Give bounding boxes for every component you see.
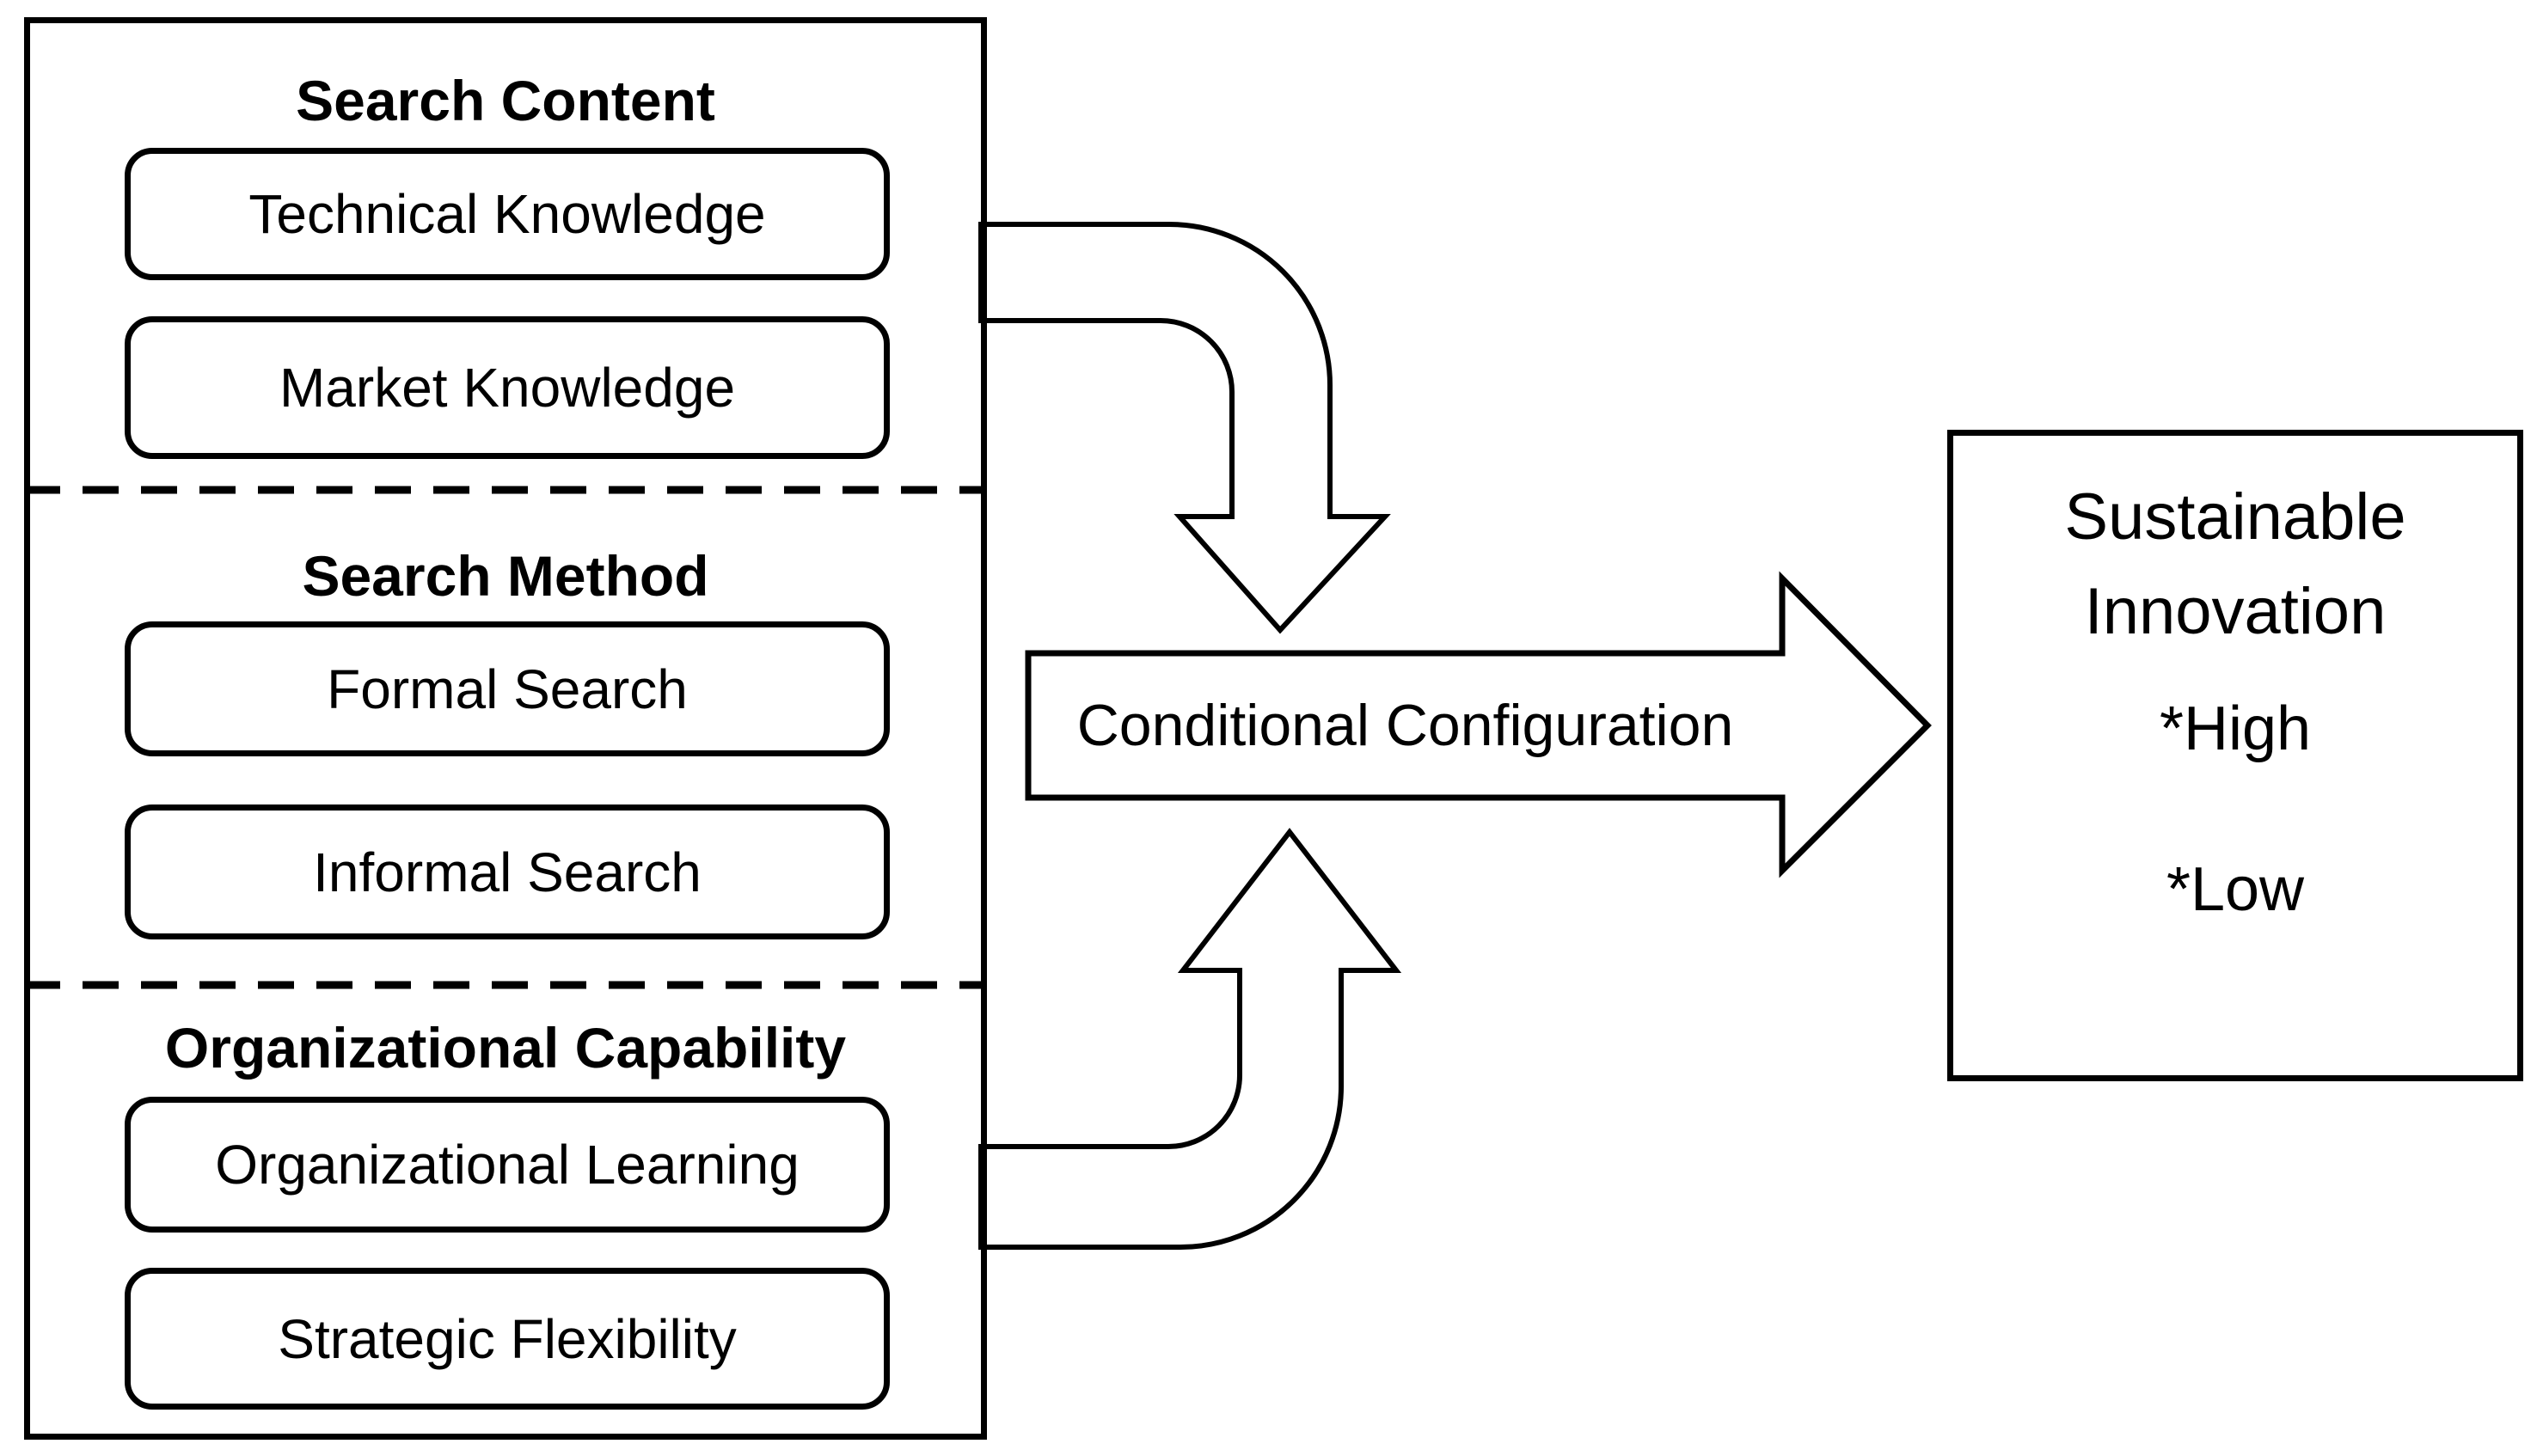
up-bent-arrow — [978, 828, 1402, 1250]
concept-box-formal-search: Formal Search — [125, 621, 890, 756]
main-right-arrow — [1025, 571, 1932, 878]
concept-box-label: Informal Search — [313, 841, 702, 903]
section-title-search-method: Search Method — [302, 544, 709, 608]
concept-box-strategic-flexibility: Strategic Flexibility — [125, 1268, 890, 1410]
outcome-level-low: *Low — [2166, 855, 2305, 924]
main-arrow-label: Conditional Configuration — [1076, 693, 1734, 758]
concept-box-technical-knowledge: Technical Knowledge — [125, 148, 890, 280]
concept-box-informal-search: Informal Search — [125, 804, 890, 939]
concept-box-label: Technical Knowledge — [248, 183, 766, 245]
concept-box-market-knowledge: Market Knowledge — [125, 316, 890, 459]
concept-box-organizational-learning: Organizational Learning — [125, 1097, 890, 1233]
concept-box-label: Formal Search — [327, 658, 688, 720]
outcome-title: Sustainable Innovation — [2064, 480, 2406, 649]
section-title-search-content: Search Content — [296, 69, 715, 132]
concept-box-label: Market Knowledge — [279, 357, 736, 419]
outcome-box-sustainable-innovation: Sustainable Innovation *High *Low — [1947, 430, 2523, 1081]
concept-box-label: Strategic Flexibility — [278, 1307, 737, 1370]
outcome-level-high: *High — [2159, 694, 2312, 763]
concept-box-label: Organizational Learning — [215, 1134, 800, 1196]
antecedent-conditions-panel: Search Content Technical Knowledge Marke… — [24, 17, 987, 1440]
down-bent-arrow — [978, 222, 1391, 634]
section-title-organizational-capability: Organizational Capability — [164, 1016, 847, 1080]
